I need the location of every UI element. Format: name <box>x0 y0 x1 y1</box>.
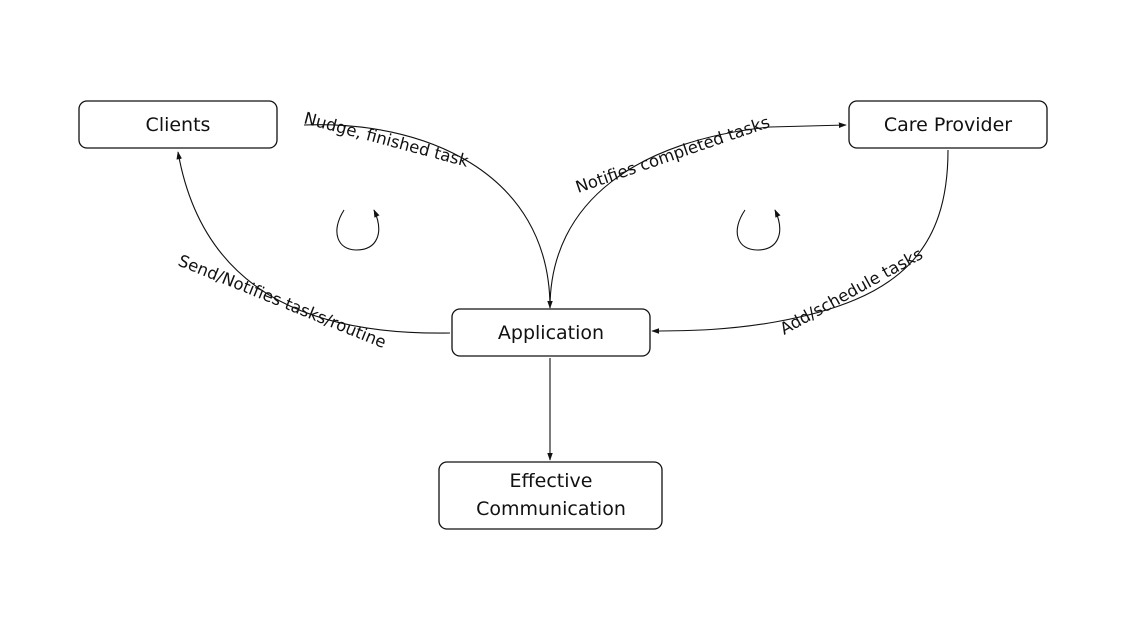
node-application-label: Application <box>498 322 604 344</box>
right-loop-icon <box>736 209 781 251</box>
edge-clients-to-application <box>303 124 553 309</box>
node-clients: Clients <box>78 100 278 149</box>
left-loop-icon <box>336 209 380 251</box>
edge-label-add-schedule-tasks: Add/schedule tasks <box>777 244 926 338</box>
edge-application-to-care-provider <box>549 122 847 309</box>
node-care-provider: Care Provider <box>848 100 1048 149</box>
edge-application-to-clients <box>176 151 451 334</box>
edge-label-nudge-finished-task: Nudge, finished task <box>302 109 471 171</box>
edge-label-send-notifies-tasks-routine: Send/Notifies tasks/routine <box>176 251 389 352</box>
node-effective-communication: Effective Communication <box>438 461 663 530</box>
node-clients-label: Clients <box>146 114 211 136</box>
node-care-provider-label: Care Provider <box>884 114 1012 136</box>
node-application: Application <box>451 308 651 357</box>
node-effective-communication-line2: Communication <box>476 498 626 520</box>
edge-care-provider-to-application <box>651 149 949 334</box>
node-effective-communication-line1: Effective <box>510 470 593 492</box>
edge-label-notifies-completed-tasks: Notifies completed tasks <box>573 112 772 196</box>
